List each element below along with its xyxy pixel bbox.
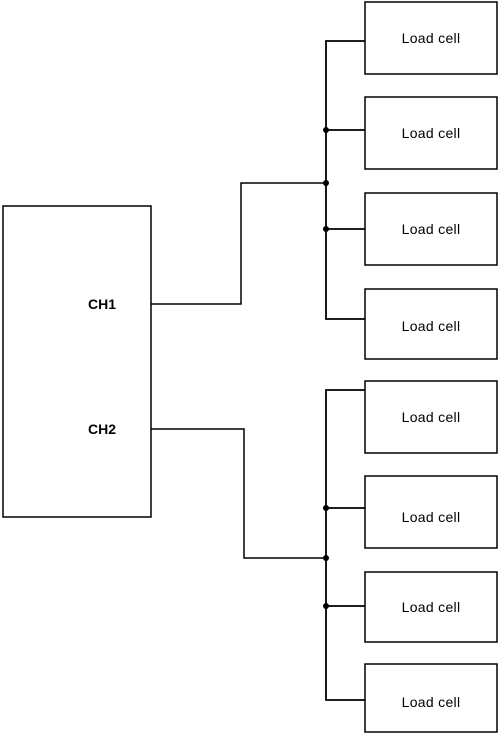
ch1-wiring <box>151 40 365 320</box>
ch1-junction-dot <box>323 180 329 186</box>
ch2-junction-dot <box>323 505 329 511</box>
load-cell-box <box>364 571 498 643</box>
load-cell-label: Load cell <box>402 694 461 710</box>
ch2-wiring <box>151 389 365 701</box>
load-cell-box <box>364 288 498 360</box>
ch1-load-cells: Load cell Load cell Load cell Load cell <box>364 1 498 360</box>
channel-label-ch2: CH2 <box>88 421 116 437</box>
ch2-load-cells: Load cell Load cell Load cell Load cell <box>364 380 498 733</box>
load-cell-box <box>364 380 498 454</box>
load-cell-box <box>364 192 498 266</box>
controller-box <box>2 205 152 518</box>
load-cell-box <box>364 1 498 75</box>
channel-label-ch1: CH1 <box>88 296 116 312</box>
load-cell-label: Load cell <box>402 30 461 46</box>
ch1-bus <box>325 40 365 320</box>
load-cell-box <box>364 663 498 733</box>
ch2-feed-wire <box>151 428 326 559</box>
ch1-feed-wire <box>151 182 326 305</box>
load-cell-label: Load cell <box>402 318 461 334</box>
load-cell-box <box>364 96 498 170</box>
load-cell-label: Load cell <box>402 125 461 141</box>
load-cell-label: Load cell <box>402 599 461 615</box>
load-cell-label: Load cell <box>402 409 461 425</box>
ch2-junction-dot <box>323 555 329 561</box>
load-cell-label: Load cell <box>402 221 461 237</box>
ch2-junction-dot <box>323 603 329 609</box>
load-cell-label: Load cell <box>402 509 461 525</box>
ch1-junction-dot <box>323 127 329 133</box>
ch1-junction-dot <box>323 226 329 232</box>
load-cell-box <box>364 475 498 549</box>
ch2-bus <box>325 389 365 701</box>
